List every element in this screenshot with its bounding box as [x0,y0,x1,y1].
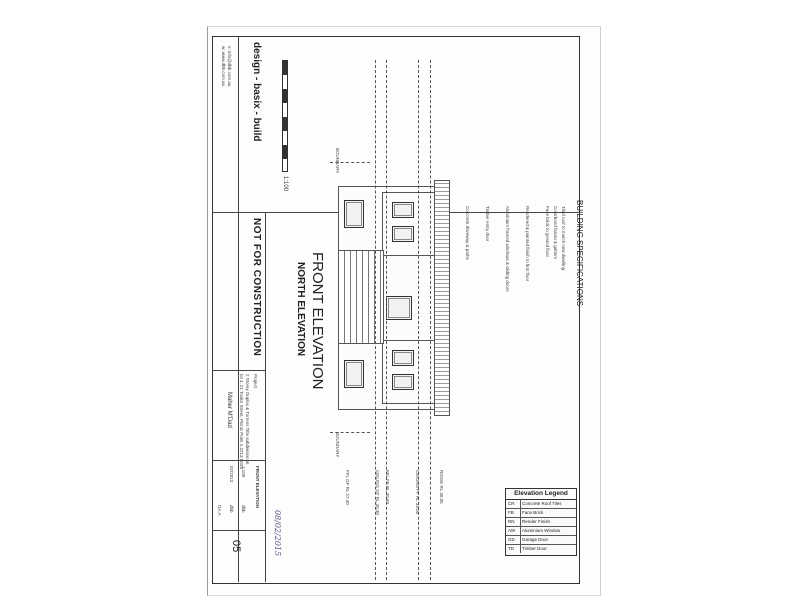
legend-code: FB [508,508,521,517]
level-line [375,60,376,580]
spec-line: Rendered & painted finish to first floor [525,206,530,282]
drawn-cell: dbb [241,505,246,513]
legend-code: AW [508,526,521,535]
legend-desc: Timber Door [522,546,547,551]
drawing-subtitle: NORTH ELEVATION [295,262,306,357]
ceiling-ff-level: CEILING FF RL 33.50 [415,470,420,515]
level-line [418,60,419,580]
date-cell: 02/2013 [229,466,234,483]
spec-line: Timber entry door [485,206,490,242]
checked-cell: dbb [229,505,234,513]
legend-desc: Face Brick [522,510,544,515]
title-block-column-line [265,212,266,582]
drawing-title: FRONT ELEVATION [309,252,326,390]
boundary-line [330,432,370,433]
ceiling-gf-level: CEILING GF RL 30.30 [375,470,380,515]
spec-line: Face brick to ground floor [545,206,550,258]
legend-code: TD [508,544,521,553]
legend-title: Elevation Legend [506,489,576,500]
window [392,350,414,366]
not-for-construction: NOT FOR CONSTRUCTION [251,218,262,357]
boundary-label: BOUNDARY [335,148,340,174]
window [344,200,364,228]
scale-cell: 1:100 [241,466,246,478]
spec-line: Aluminium framed windows & sliding doors [505,206,510,292]
title-block-divider [212,460,266,461]
handwritten-date-stamp: 08/02/2015 [273,510,282,557]
title-block-column-line [238,36,239,582]
legend-desc: Concrete Roof Tiles [522,501,562,506]
window [392,374,414,390]
sheet-number: 05 [230,540,242,553]
legend-desc: Aluminium Window [522,528,561,533]
project-text: 2 Storey Duplex & Torrens Title subdivis… [245,374,250,465]
title-block-divider [212,530,266,531]
spec-line: Colorbond fascia & gutters [553,206,558,260]
legend-desc: Render Finish [522,519,551,524]
ground-level: FFL GF RL 27.40 [345,470,350,505]
scale-label: 1:100 [282,176,288,192]
specifications-title: BUILDING SPECIFICATIONS [575,200,584,307]
roof [434,180,450,416]
company-name: design - basix - build [251,42,262,142]
boundary-line [330,162,370,163]
revision-cell: DA.A [217,505,222,516]
spec-line: Tiled roof to match new dwelling [561,206,566,271]
legend-code: GD [508,535,521,544]
scale-bar-graphic [282,60,288,172]
level-line [430,60,431,580]
company-email: e: info@dbb.com.au [227,46,232,87]
project-label: Project [253,374,258,389]
window [392,226,414,242]
boundary-label: BOUNDARY [335,432,340,458]
garage-door [338,250,384,344]
ridge-level: RIDGE RL 36.05 [439,470,444,504]
legend-desc: Garage Door [522,537,549,542]
project-address: lot 4, 21 Tooke Street, Picnic Point n.2… [239,374,244,470]
level-line [386,60,387,580]
spec-line: Concrete driveway & paths [465,206,470,260]
legend-code: CR [508,499,521,508]
window [392,202,414,218]
window [344,360,364,388]
company-web: w: www.dbb.com.au [221,46,226,87]
client-name: Maher M'Dad [226,392,232,428]
title-block-divider [212,370,266,371]
window [386,296,412,320]
ff-level: FFL FF RL 30.60 [385,470,390,504]
drawing-sheet-border [212,36,580,584]
legend-code: RN [508,517,521,526]
title-cell: FRONT ELEVATION [255,466,260,508]
